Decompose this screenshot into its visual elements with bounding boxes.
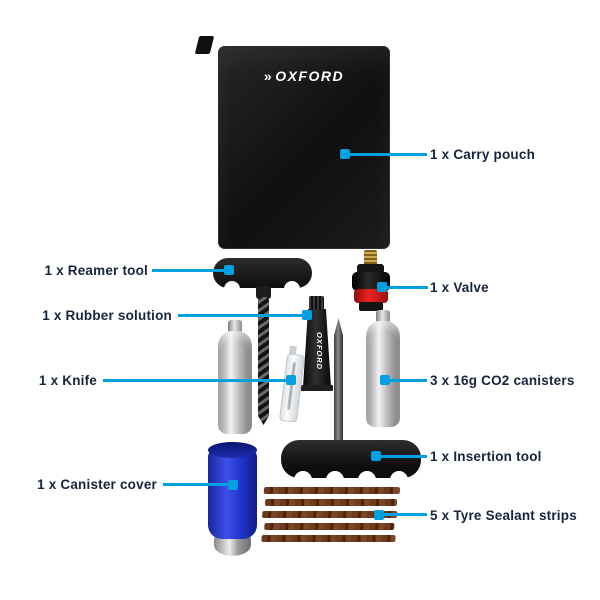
rubber-solution-tube (303, 309, 331, 387)
label-valve: 1 x Valve (430, 280, 489, 295)
rubber-solution-logo-text: OXFORD (315, 331, 324, 371)
insertion-grip-scallop (326, 471, 344, 489)
valve-base (359, 302, 383, 311)
label-rubber-solution: 1 x Rubber solution (42, 308, 172, 323)
callout-line-valve (386, 286, 428, 289)
canister-cover-image (208, 449, 257, 539)
carry-pouch-image (218, 46, 390, 249)
rubber-solution-cap (309, 296, 324, 310)
callout-line-canister-cover (163, 483, 230, 486)
callout-marker-co2 (380, 375, 390, 385)
canister-cover-top-cap (208, 442, 257, 458)
label-insertion-tool: 1 x Insertion tool (430, 449, 542, 464)
callout-marker-reamer (224, 265, 234, 275)
callout-marker-valve (377, 282, 387, 292)
reamer-grip-scallop (224, 281, 240, 297)
callout-line-strips (383, 513, 427, 516)
callout-marker-insertion-tool (371, 451, 381, 461)
reamer-grip-scallop (284, 281, 300, 297)
oxford-logo-text: OXFORD (275, 68, 345, 84)
co2-canister-left (218, 331, 252, 434)
valve-red-band (354, 289, 388, 303)
label-knife: 1 x Knife (38, 373, 97, 388)
insertion-tool-needle (334, 318, 343, 442)
callout-marker-strips (374, 510, 384, 520)
reamer-tool-collar (256, 286, 271, 299)
reamer-tool-spiral-shaft (258, 297, 269, 425)
callout-marker-carry-pouch (340, 149, 350, 159)
callout-line-carry-pouch (349, 153, 427, 156)
label-carry-pouch: 1 x Carry pouch (430, 147, 536, 162)
co2-canister-right (366, 321, 400, 427)
sealant-strip (263, 487, 401, 494)
pouch-hanger-tab (194, 36, 215, 54)
insertion-grip-scallop (294, 471, 312, 489)
insertion-grip-scallop (390, 471, 408, 489)
valve-neck (357, 264, 384, 274)
oxford-logo-chevrons-icon: » (263, 68, 274, 84)
sealant-strip (264, 499, 398, 506)
oxford-logo: »OXFORD (218, 68, 390, 84)
insertion-grip-scallop (358, 471, 376, 489)
valve-brass-thread (364, 250, 377, 266)
sealant-strip (264, 523, 395, 530)
co2-canister-neck-left (228, 320, 242, 333)
label-reamer-tool: 1 x Reamer tool (44, 263, 148, 278)
callout-line-co2 (389, 379, 427, 382)
callout-line-reamer (152, 269, 226, 272)
label-co2-canisters: 3 x 16g CO2 canisters (430, 373, 575, 388)
rubber-solution-crimp (301, 385, 333, 391)
callout-marker-knife (286, 375, 296, 385)
sealant-strip (261, 535, 396, 542)
label-sealant-strips: 5 x Tyre Sealant strips (430, 508, 577, 523)
callout-line-rubber-solution (178, 314, 304, 317)
canister-bottom-under-cover (214, 534, 251, 556)
callout-marker-rubber-solution (302, 310, 312, 320)
callout-marker-canister-cover (228, 480, 238, 490)
co2-canister-neck-right (376, 310, 390, 323)
callout-line-knife (103, 379, 287, 382)
callout-line-insertion-tool (380, 455, 427, 458)
label-canister-cover: 1 x Canister cover (37, 477, 157, 492)
